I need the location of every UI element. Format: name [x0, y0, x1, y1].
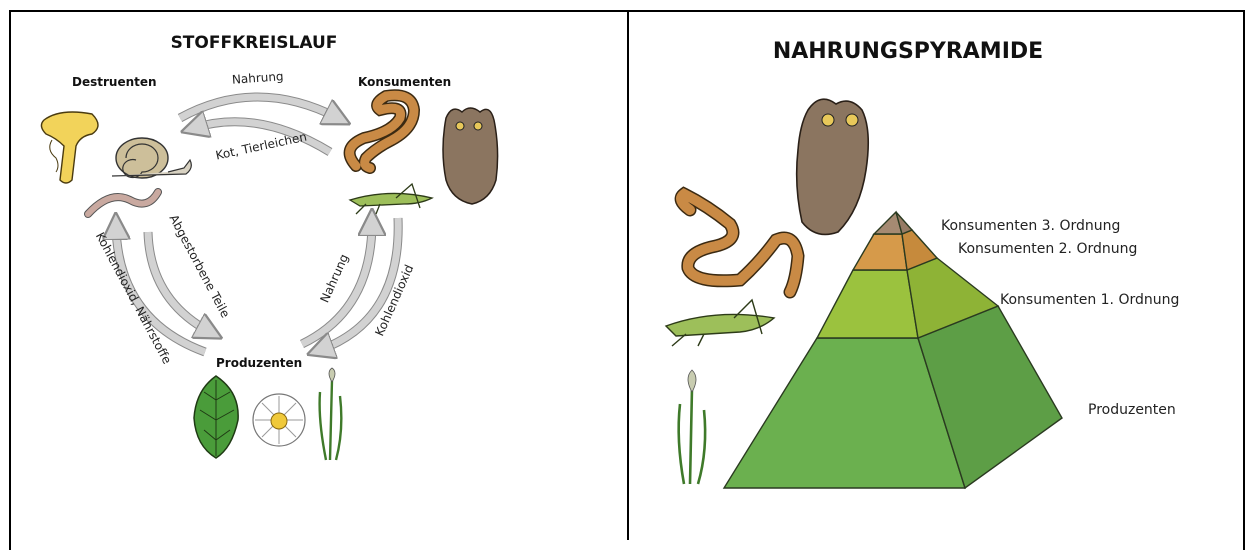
level-label-k3: Konsumenten 3. Ordnung — [941, 218, 1120, 234]
owl-icon — [443, 108, 498, 204]
snake-icon — [681, 194, 798, 292]
owl-icon — [797, 99, 869, 234]
level-label-k2: Konsumenten 2. Ordnung — [958, 241, 1137, 257]
arrow-nahrung-top — [180, 97, 338, 118]
chanterelle-mushroom-icon — [41, 112, 98, 183]
pyramid-level-k1-front — [817, 270, 918, 338]
beech-leaf-icon — [194, 376, 238, 458]
snail-icon — [112, 138, 191, 178]
grasshopper-icon — [350, 184, 432, 214]
grasshopper-icon — [666, 300, 774, 346]
earthworm-icon — [88, 192, 158, 214]
level-label-produzenten: Produzenten — [1088, 402, 1176, 418]
arrow-label-kohlendioxid-naehrstoffe: Kohlendioxid, Nährstoffe — [93, 230, 174, 366]
level-label-k1: Konsumenten 1. Ordnung — [1000, 292, 1179, 308]
produzenten-label: Produzenten — [216, 356, 302, 370]
konsumenten-label: Konsumenten — [358, 75, 451, 89]
snake-icon — [350, 95, 414, 168]
daisy-flower-icon — [253, 394, 305, 446]
pyramid-level-k2-front — [853, 234, 907, 270]
arrow-label-kot: Kot, Tierleichen — [214, 130, 308, 163]
nahrungspyramide-title: NAHRUNGSPYRAMIDE — [773, 39, 1043, 64]
destruenten-label: Destruenten — [72, 75, 157, 89]
arrow-label-nahrung-right: Nahrung — [317, 252, 351, 305]
grass-plant-icon — [679, 370, 705, 484]
arrow-label-nahrung-top: Nahrung — [231, 69, 284, 87]
stoffkreislauf-title: STOFFKREISLAUF — [171, 33, 338, 53]
illustration: STOFFKREISLAUF Destruenten Konsumenten P… — [0, 0, 1253, 533]
grass-plant-icon — [320, 368, 342, 460]
